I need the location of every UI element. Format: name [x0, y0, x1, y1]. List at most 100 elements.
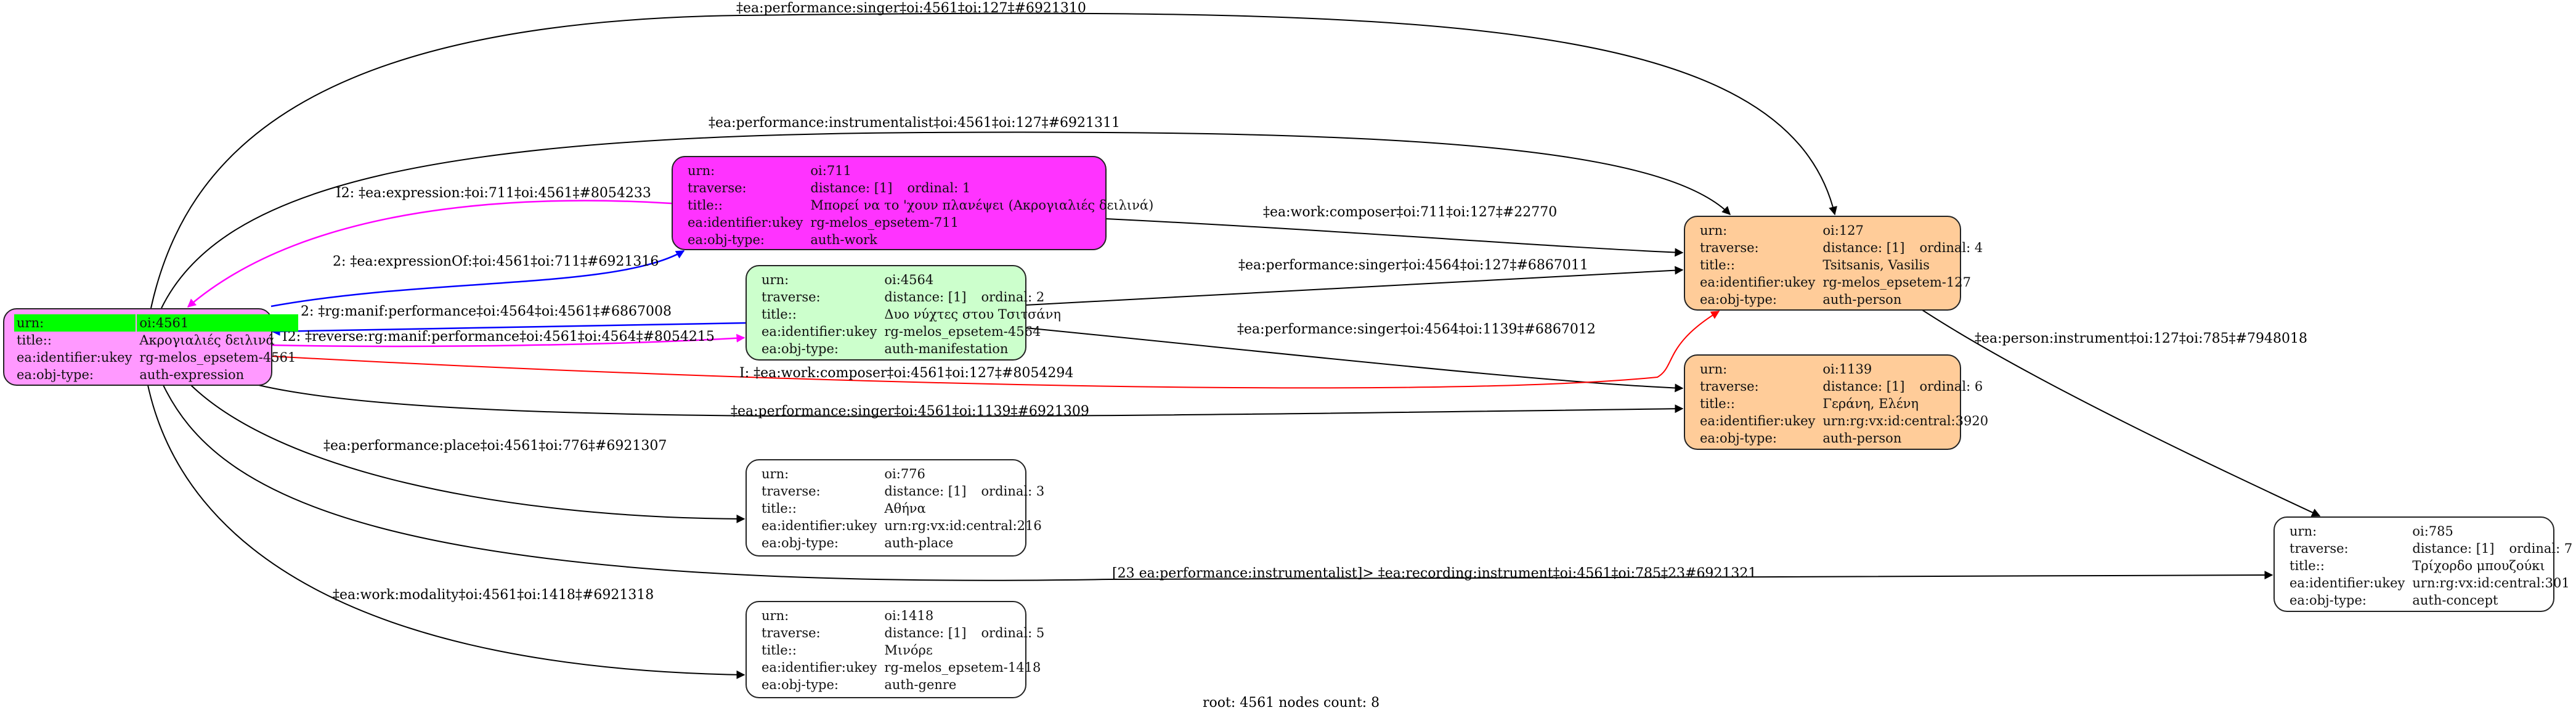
value-title: Δυο νύχτες στου Τσιτσάνη — [884, 307, 1061, 322]
node-row-urn: urn: oi:4561 — [14, 314, 299, 332]
value-title: Μινόρε — [884, 643, 933, 658]
value-distance: distance: [1] — [884, 626, 967, 640]
label-ukey: ea:identifier:ukey — [17, 350, 132, 365]
graph-footer: root: 4561 nodes count: 8 — [1203, 695, 1380, 711]
value-ordinal: ordinal: 7 — [2509, 541, 2573, 556]
edge-e3[interactable] — [187, 200, 672, 308]
edge-e4[interactable] — [270, 250, 685, 308]
node-1418[interactable]: urn: oi:1418 traverse: distance: [1] ordina… — [746, 601, 1044, 698]
value-objtype: auth-manifestation — [884, 341, 1009, 356]
edge-e7[interactable] — [1105, 218, 1684, 257]
node-711[interactable]: urn:oi:711 traverse:distance: [1]ordinal… — [672, 156, 1153, 250]
value-objtype: auth-concept — [2412, 593, 2498, 608]
node-root-4561[interactable]: urn: oi:4561 title:: Ακρογιαλιές δειλινά… — [3, 308, 299, 386]
label-traverse: traverse: — [762, 626, 821, 640]
value-urn: oi:4564 — [884, 272, 934, 287]
label-objtype: ea:obj-type: — [1700, 431, 1777, 446]
edge-e6[interactable] — [270, 333, 746, 348]
value-ordinal: ordinal: 1 — [907, 181, 971, 195]
label-title: title:: — [762, 307, 797, 322]
label-traverse: traverse: — [762, 290, 821, 304]
label-urn: urn: — [762, 272, 789, 287]
value-objtype: auth-work — [810, 232, 877, 247]
value-urn: oi:127 — [1822, 223, 1864, 238]
label-title: title:: — [2290, 558, 2325, 573]
label-title: title:: — [688, 198, 723, 213]
edge-e11[interactable] — [258, 385, 1684, 417]
value-urn: oi:1139 — [1822, 362, 1872, 377]
edge-label-e3: I2: ‡ea:expression:‡oi:711‡oi:4561‡#8054… — [336, 186, 651, 201]
label-urn: urn: — [1700, 223, 1728, 238]
edge-label-e13: [23 ea:performance:instrumentalist]> ‡ea… — [1112, 566, 1757, 581]
edge-e14[interactable] — [147, 385, 746, 679]
value-title: Γεράνη, Ελένη — [1822, 396, 1919, 411]
edge-label-e14: ‡ea:work:modality‡oi:4561‡oi:1418‡#69213… — [333, 587, 654, 603]
label-objtype: ea:obj-type: — [17, 367, 94, 382]
node-785[interactable]: urn: oi:785 traverse: distance: [1] ordinal… — [2273, 516, 2572, 612]
label-traverse: traverse: — [2290, 541, 2349, 556]
edge-e10[interactable] — [270, 311, 1720, 389]
node-row-ukey: ea:identifier:ukey rg-melos_epsetem-4561 — [14, 349, 298, 366]
value-urn: oi:776 — [884, 467, 925, 481]
value-distance: distance: [1] — [810, 181, 893, 195]
edge-e15[interactable] — [1922, 309, 2321, 517]
value-title: Αθήνα — [884, 501, 926, 516]
value-distance: distance: [1] — [2412, 541, 2495, 556]
edge-label-e1: ‡ea:performance:singer‡oi:4561‡oi:127‡#6… — [736, 1, 1086, 16]
edge-label-e5: 2: ‡rg:manif:performance‡oi:4564‡oi:4561… — [301, 304, 672, 319]
label-urn: urn: — [688, 163, 715, 178]
edge-e2[interactable] — [161, 131, 1731, 309]
edge-label-e6: I2: ‡reverse:rg:manif:performance‡oi:456… — [282, 329, 715, 345]
label-ukey: ea:identifier:ukey — [688, 215, 803, 230]
value-ordinal: ordinal: 5 — [981, 626, 1045, 640]
node-776[interactable]: urn:oi:776 traverse:distance: [1]ordinal… — [746, 459, 1044, 557]
value-objtype: auth-genre — [884, 677, 957, 692]
value-ordinal: ordinal: 2 — [981, 290, 1045, 304]
node-127[interactable]: urn:oi:127 traverse:distance: [1]ordinal… — [1684, 216, 1983, 311]
value-ukey: rg-melos_epsetem-127 — [1822, 275, 1971, 290]
value-title: Tsitsanis, Vasilis — [1822, 258, 1930, 272]
value-ordinal: ordinal: 3 — [981, 484, 1045, 499]
value-objtype: auth-place — [884, 536, 954, 550]
label-ukey: ea:identifier:ukey — [762, 518, 877, 533]
value-objtype: auth-person — [1822, 431, 1902, 446]
value-ukey: urn:rg:vx:id:central:216 — [884, 518, 1042, 533]
edge-e8[interactable] — [1025, 266, 1684, 306]
value-urn: oi:711 — [810, 163, 851, 178]
edge-e12[interactable] — [190, 385, 746, 523]
value-ukey: rg-melos_epsetem-1418 — [884, 660, 1041, 675]
label-ukey: ea:identifier:ukey — [762, 324, 877, 339]
value-urn: oi:785 — [2412, 524, 2453, 539]
label-urn: urn: — [762, 467, 789, 481]
edge-label-e12: ‡ea:performance:place‡oi:4561‡oi:776‡#69… — [323, 438, 667, 454]
edge-e5[interactable] — [271, 322, 746, 336]
edge-e1[interactable] — [150, 12, 1837, 309]
label-title: title:: — [1700, 396, 1735, 411]
label-traverse: traverse: — [762, 484, 821, 499]
value-title: Μπορεί να το 'χουν πλανέψει (Ακρογιαλιές… — [810, 198, 1154, 213]
edge-label-e10: I: ‡ea:work:composer‡oi:4561‡oi:127‡#805… — [739, 365, 1073, 381]
value-ukey: rg-melos_epsetem-4564 — [884, 324, 1041, 339]
value-objtype: auth-person — [1822, 292, 1902, 307]
value-title: Ακρογιαλιές δειλινά — [139, 333, 275, 348]
edge-label-e9: ‡ea:performance:singer‡oi:4564‡oi:1139‡#… — [1237, 322, 1596, 337]
label-urn: urn: — [1700, 362, 1728, 377]
value-objtype: auth-expression — [139, 367, 245, 382]
label-objtype: ea:obj-type: — [762, 341, 839, 356]
edge-e9[interactable] — [1025, 327, 1684, 393]
value-urn: oi:1418 — [884, 608, 934, 623]
value-ukey: rg-melos_epsetem-4561 — [139, 350, 296, 365]
value-distance: distance: [1] — [884, 290, 967, 304]
node-row-objtype: ea:obj-type: auth-expression — [14, 366, 298, 383]
node-4564[interactable]: urn: oi:4564 traverse: distance: [1] ordina… — [746, 265, 1061, 361]
value-title: Τρίχορδο μπουζούκι — [2412, 558, 2545, 573]
label-urn: urn: — [2290, 524, 2317, 539]
label-objtype: ea:obj-type: — [688, 232, 765, 247]
value-ukey: rg-melos_epsetem-711 — [810, 215, 959, 230]
node-1139[interactable]: urn:oi:1139 traverse:distance: [1]ordina… — [1684, 354, 1988, 450]
node-row-title: title:: Ακρογιαλιές δειλινά — [14, 332, 298, 349]
label-urn: urn: — [762, 608, 789, 623]
label-traverse: traverse: — [1700, 379, 1759, 394]
edge-e13[interactable] — [163, 385, 2273, 581]
value-ordinal: ordinal: 6 — [1919, 379, 1983, 394]
